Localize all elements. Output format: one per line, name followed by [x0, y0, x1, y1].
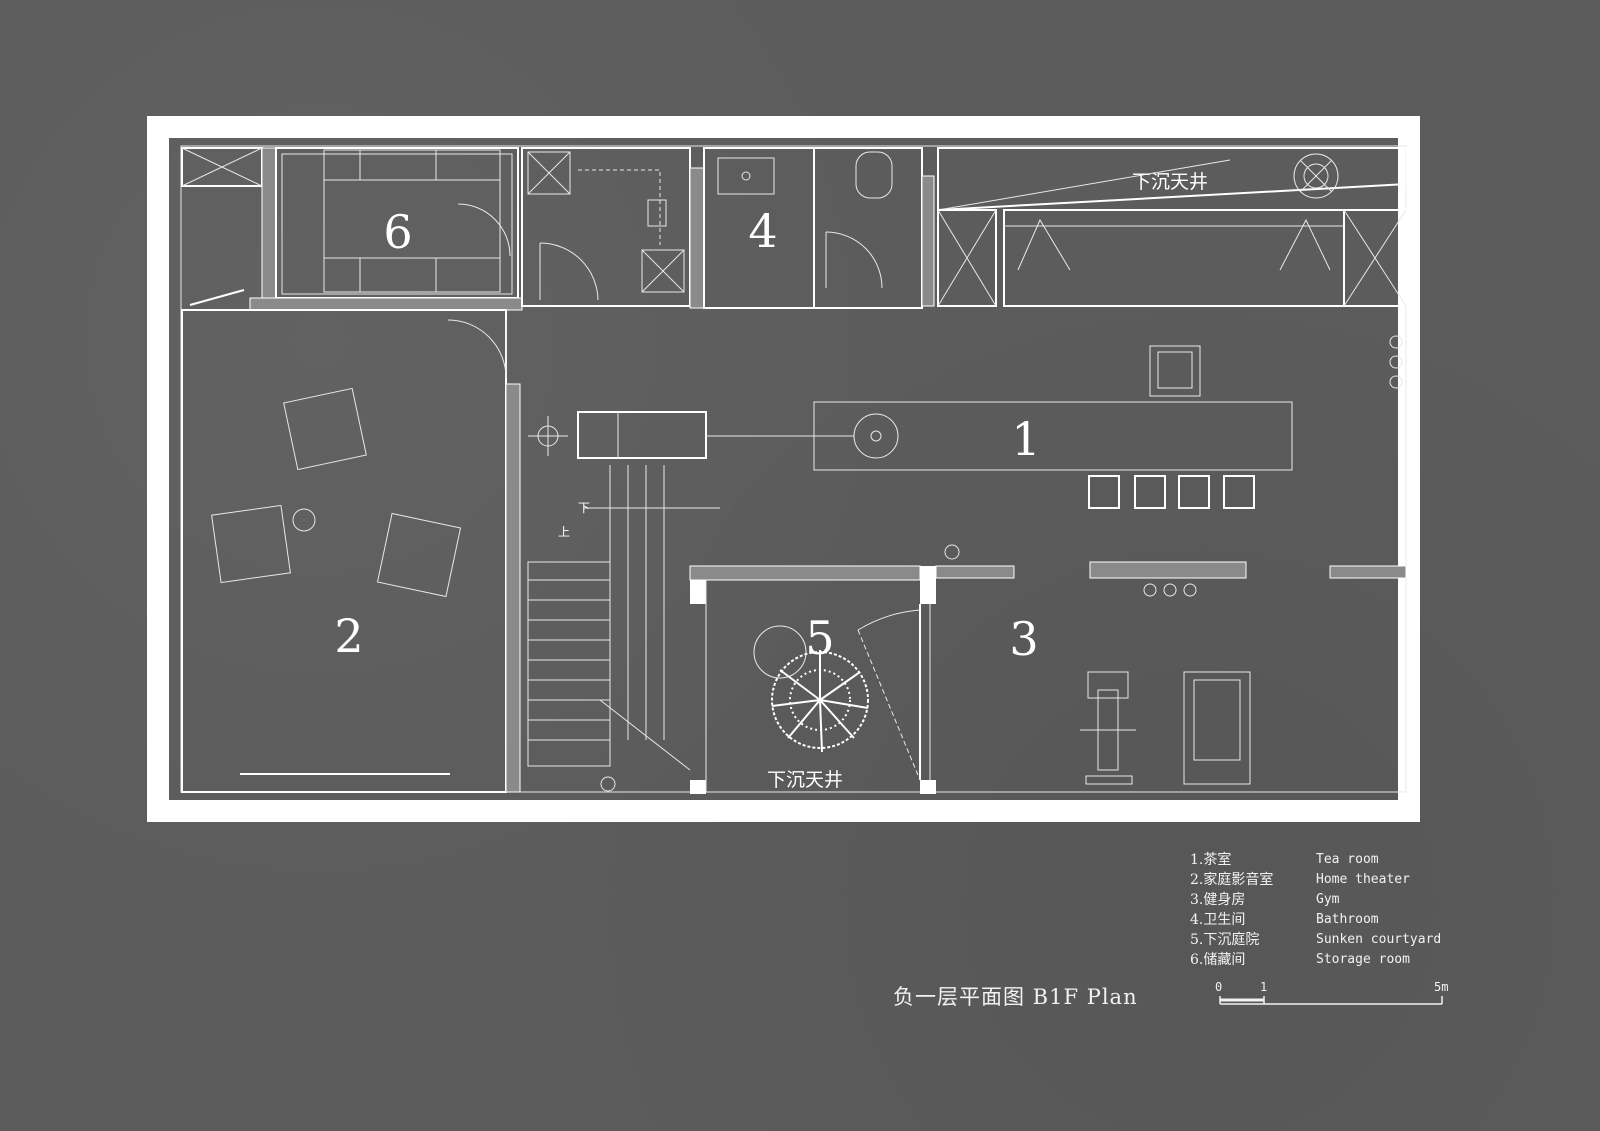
legend-en: Storage room	[1316, 952, 1410, 967]
legend-cn: 3.健身房	[1190, 892, 1246, 908]
room-number-2: 2	[334, 609, 363, 663]
legend-en: Bathroom	[1316, 912, 1379, 927]
legend-cn: 2.家庭影音室	[1190, 872, 1274, 888]
lower-rooms-walls	[689, 544, 1407, 794]
legend-en: Sunken courtyard	[1316, 932, 1442, 947]
scale-label-5m: 5m	[1434, 980, 1449, 994]
room-2-walls	[181, 309, 521, 793]
stair-walls	[527, 411, 720, 792]
legend-cn: 5.下沉庭院	[1190, 932, 1260, 948]
stair-up-label: 上	[558, 525, 570, 539]
legend-item: 3.健身房 Gym	[1190, 890, 1460, 910]
legend-item: 5.下沉庭院 Sunken courtyard	[1190, 930, 1460, 950]
plan-title: 负一层平面图 B1F Plan	[893, 985, 1138, 1009]
room-1-furniture	[706, 335, 1403, 509]
legend-cn: 1.茶室	[1190, 852, 1232, 868]
tree-symbol	[771, 650, 869, 753]
legend-item: 4.卫生间 Bathroom	[1190, 910, 1460, 930]
legend-item: 2.家庭影音室 Home theater	[1190, 870, 1460, 890]
scale-bar	[1219, 996, 1443, 1005]
legend-cn: 4.卫生间	[1190, 912, 1246, 928]
scale-label-0: 0	[1215, 980, 1223, 994]
plan-frame	[147, 116, 1420, 822]
legend-item: 6.储藏间 Storage room	[1190, 950, 1460, 970]
legend-en: Home theater	[1316, 872, 1410, 887]
stair-down-label: 下	[578, 501, 590, 515]
legend-cn: 6.储藏间	[1190, 952, 1246, 968]
room-number-3: 3	[1009, 612, 1038, 666]
outer-wall-line	[180, 145, 1407, 793]
legend-en: Tea room	[1316, 852, 1379, 867]
room-legend: 1.茶室 Tea room 2.家庭影音室 Home theater 3.健身房…	[1190, 850, 1460, 970]
legend-en: Gym	[1316, 892, 1340, 907]
room-number-5: 5	[805, 611, 834, 665]
courtyard-label-bottom: 下沉天井	[767, 769, 843, 791]
room-number-1: 1	[1011, 412, 1040, 466]
legend-item: 1.茶室 Tea room	[1190, 850, 1460, 870]
room-number-4: 4	[748, 204, 777, 258]
courtyard-label-top: 下沉天井	[1132, 171, 1208, 193]
scale-label-1: 1	[1260, 980, 1268, 994]
top-rooms-walls	[181, 147, 1408, 311]
room-number-6: 6	[383, 205, 412, 259]
